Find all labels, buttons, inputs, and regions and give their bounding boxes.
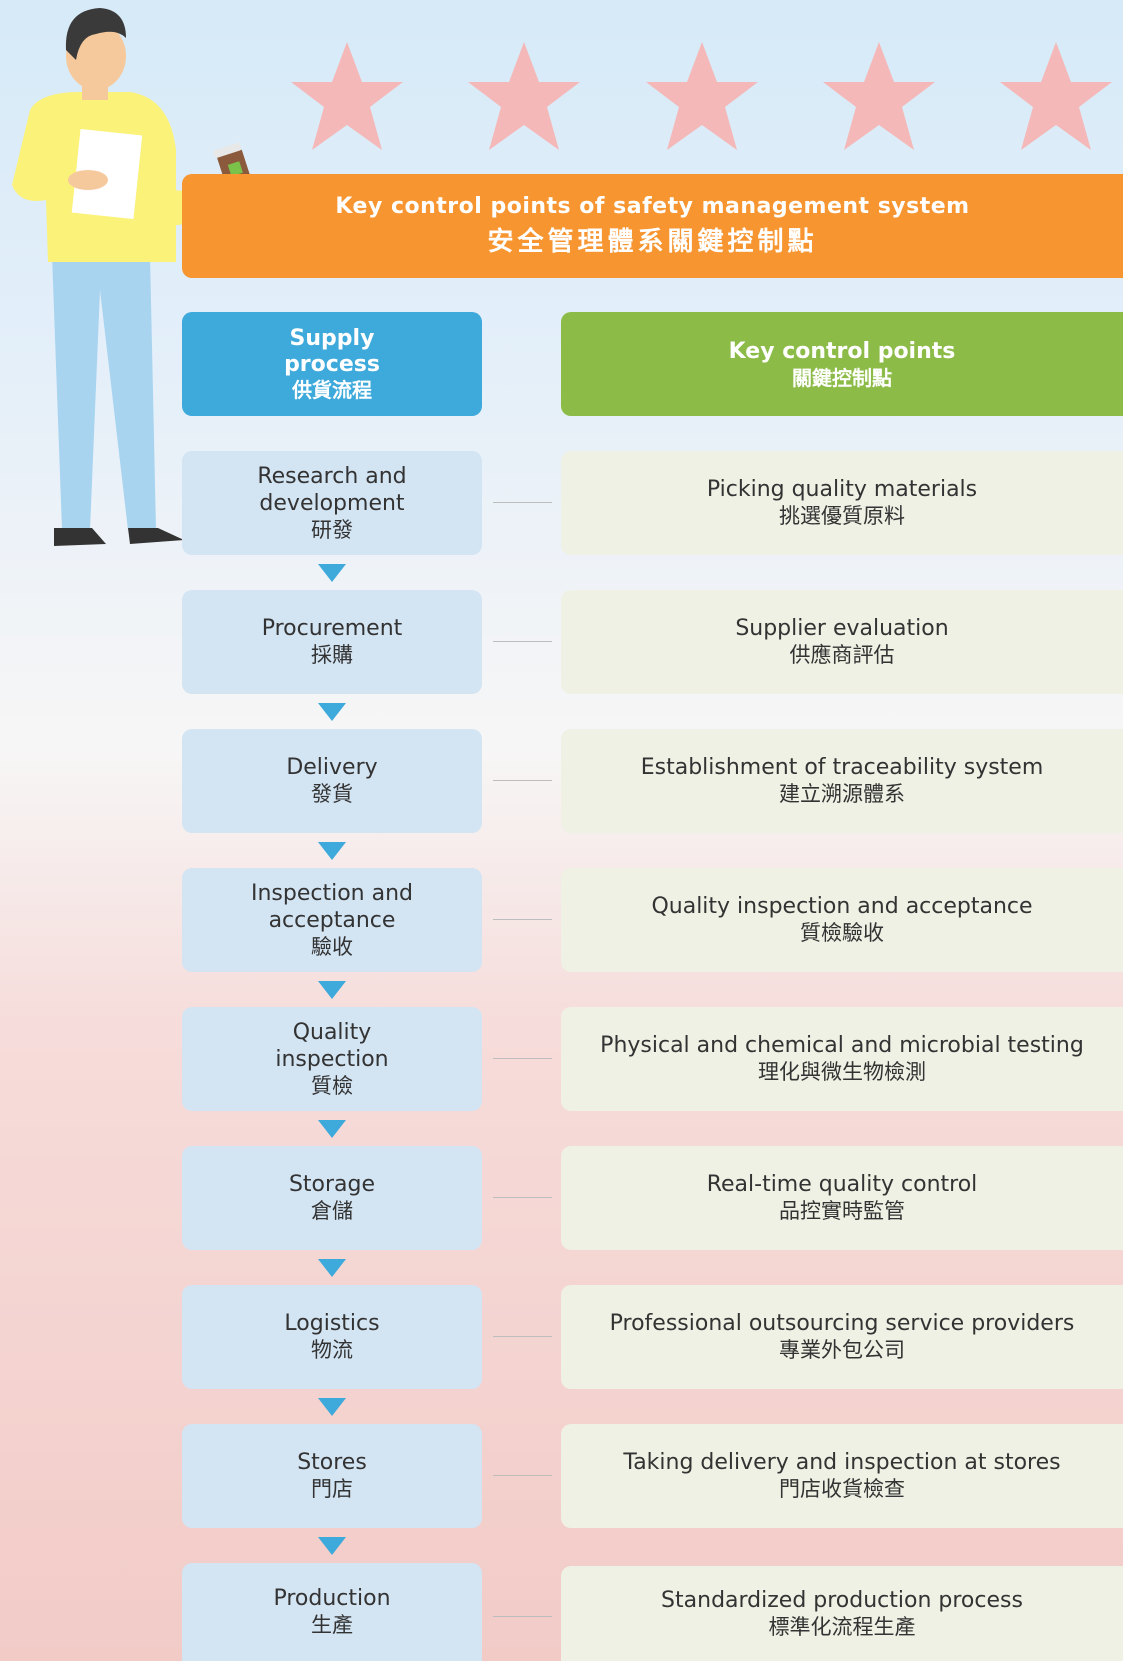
star-icon [464, 38, 584, 158]
process-step: Procurement 採購 [182, 590, 482, 694]
control-label-zh: 理化與微生物檢測 [758, 1060, 926, 1084]
step-label-zh: 研發 [311, 517, 353, 542]
down-arrow-icon [318, 1259, 346, 1277]
process-step: Storage 倉儲 [182, 1146, 482, 1250]
connector-line [493, 1058, 552, 1059]
title-banner: Key control points of safety management … [182, 174, 1123, 278]
process-step: Logistics 物流 [182, 1285, 482, 1389]
control-point: Supplier evaluation 供應商評估 [561, 590, 1123, 694]
connector-line [493, 1475, 552, 1476]
control-point: Professional outsourcing service provide… [561, 1285, 1123, 1389]
down-arrow-icon [318, 564, 346, 582]
star-icon [996, 38, 1116, 158]
control-label-en: Taking delivery and inspection at stores [623, 1450, 1061, 1475]
step-label-zh: 發貨 [311, 782, 353, 806]
step-label-zh: 驗收 [311, 934, 353, 959]
step-label-en: Procurement [261, 616, 403, 641]
step-label-zh: 質檢 [311, 1073, 353, 1098]
step-label-en: Storage [288, 1172, 376, 1197]
step-label-zh: 倉儲 [311, 1199, 353, 1223]
step-label-zh: 生產 [311, 1613, 353, 1637]
step-label-en: Logistics [284, 1311, 380, 1336]
control-label-zh: 建立溯源體系 [779, 782, 905, 806]
process-step: Delivery 發貨 [182, 729, 482, 833]
control-label-zh: 標準化流程生產 [768, 1614, 916, 1639]
control-label-zh: 品控實時監管 [779, 1199, 905, 1223]
step-label-en: Production [273, 1586, 391, 1611]
control-point: Real-time quality control 品控實時監管 [561, 1146, 1123, 1250]
key-control-header: Key control points 關鍵控制點 [561, 312, 1123, 416]
control-point: Physical and chemical and microbial test… [561, 1007, 1123, 1111]
process-step: Stores 門店 [182, 1424, 482, 1528]
down-arrow-icon [318, 703, 346, 721]
key-header-zh: 關鍵控制點 [792, 366, 892, 390]
down-arrow-icon [318, 1398, 346, 1416]
banner-title-en: Key control points of safety management … [335, 194, 970, 219]
star-icon [287, 38, 407, 158]
down-arrow-icon [318, 1120, 346, 1138]
process-step: Quality inspection 質檢 [182, 1007, 482, 1111]
control-label-en: Professional outsourcing service provide… [609, 1311, 1075, 1336]
person-illustration [0, 0, 270, 564]
star-icon [819, 38, 939, 158]
step-label-en: Delivery [286, 755, 378, 780]
step-label-zh: 門店 [311, 1477, 353, 1501]
control-label-zh: 門店收貨檢查 [779, 1477, 905, 1501]
control-label-en: Quality inspection and acceptance [651, 894, 1033, 919]
supply-process-header: Supply process 供貨流程 [182, 312, 482, 416]
step-label-zh: 採購 [311, 643, 353, 667]
connector-line [493, 780, 552, 781]
step-label-en: Research and development [257, 463, 407, 516]
banner-title-zh: 安全管理體系關鍵控制點 [487, 227, 818, 257]
process-step: Inspection and acceptance 驗收 [182, 868, 482, 972]
connector-line [493, 1197, 552, 1198]
star-icon [642, 38, 762, 158]
control-point: Taking delivery and inspection at stores… [561, 1424, 1123, 1528]
step-label-zh: 物流 [311, 1338, 353, 1362]
process-step: Production 生產 [182, 1563, 482, 1661]
connector-line [493, 1616, 552, 1617]
down-arrow-icon [318, 1537, 346, 1555]
control-label-en: Real-time quality control [706, 1172, 978, 1197]
step-label-en: Quality inspection [275, 1019, 389, 1072]
control-label-en: Establishment of traceability system [640, 755, 1044, 780]
control-label-zh: 專業外包公司 [779, 1338, 905, 1362]
connector-line [493, 1336, 552, 1337]
supply-header-en: Supply process [284, 326, 380, 377]
control-label-zh: 質檢驗收 [800, 921, 884, 945]
process-step: Research and development 研發 [182, 451, 482, 555]
control-label-zh: 供應商評估 [789, 643, 895, 667]
control-label-en: Physical and chemical and microbial test… [600, 1033, 1084, 1058]
key-header-en: Key control points [728, 339, 956, 364]
down-arrow-icon [318, 842, 346, 860]
control-label-en: Picking quality materials [706, 477, 978, 502]
control-label-en: Standardized production process [661, 1587, 1023, 1613]
supply-header-zh: 供貨流程 [292, 378, 372, 402]
control-point: Picking quality materials 挑選優質原料 [561, 451, 1123, 555]
connector-line [493, 641, 552, 642]
control-label-en: Supplier evaluation [735, 616, 949, 641]
connector-line [493, 502, 552, 503]
down-arrow-icon [318, 981, 346, 999]
step-label-en: Inspection and acceptance [250, 880, 413, 933]
control-point: Quality inspection and acceptance 質檢驗收 [561, 868, 1123, 972]
control-point: Establishment of traceability system 建立溯… [561, 729, 1123, 833]
step-label-en: Stores [297, 1450, 367, 1475]
connector-line [493, 919, 552, 920]
control-point: Standardized production process 標準化流程生產 [561, 1566, 1123, 1661]
control-label-zh: 挑選優質原料 [779, 504, 905, 528]
